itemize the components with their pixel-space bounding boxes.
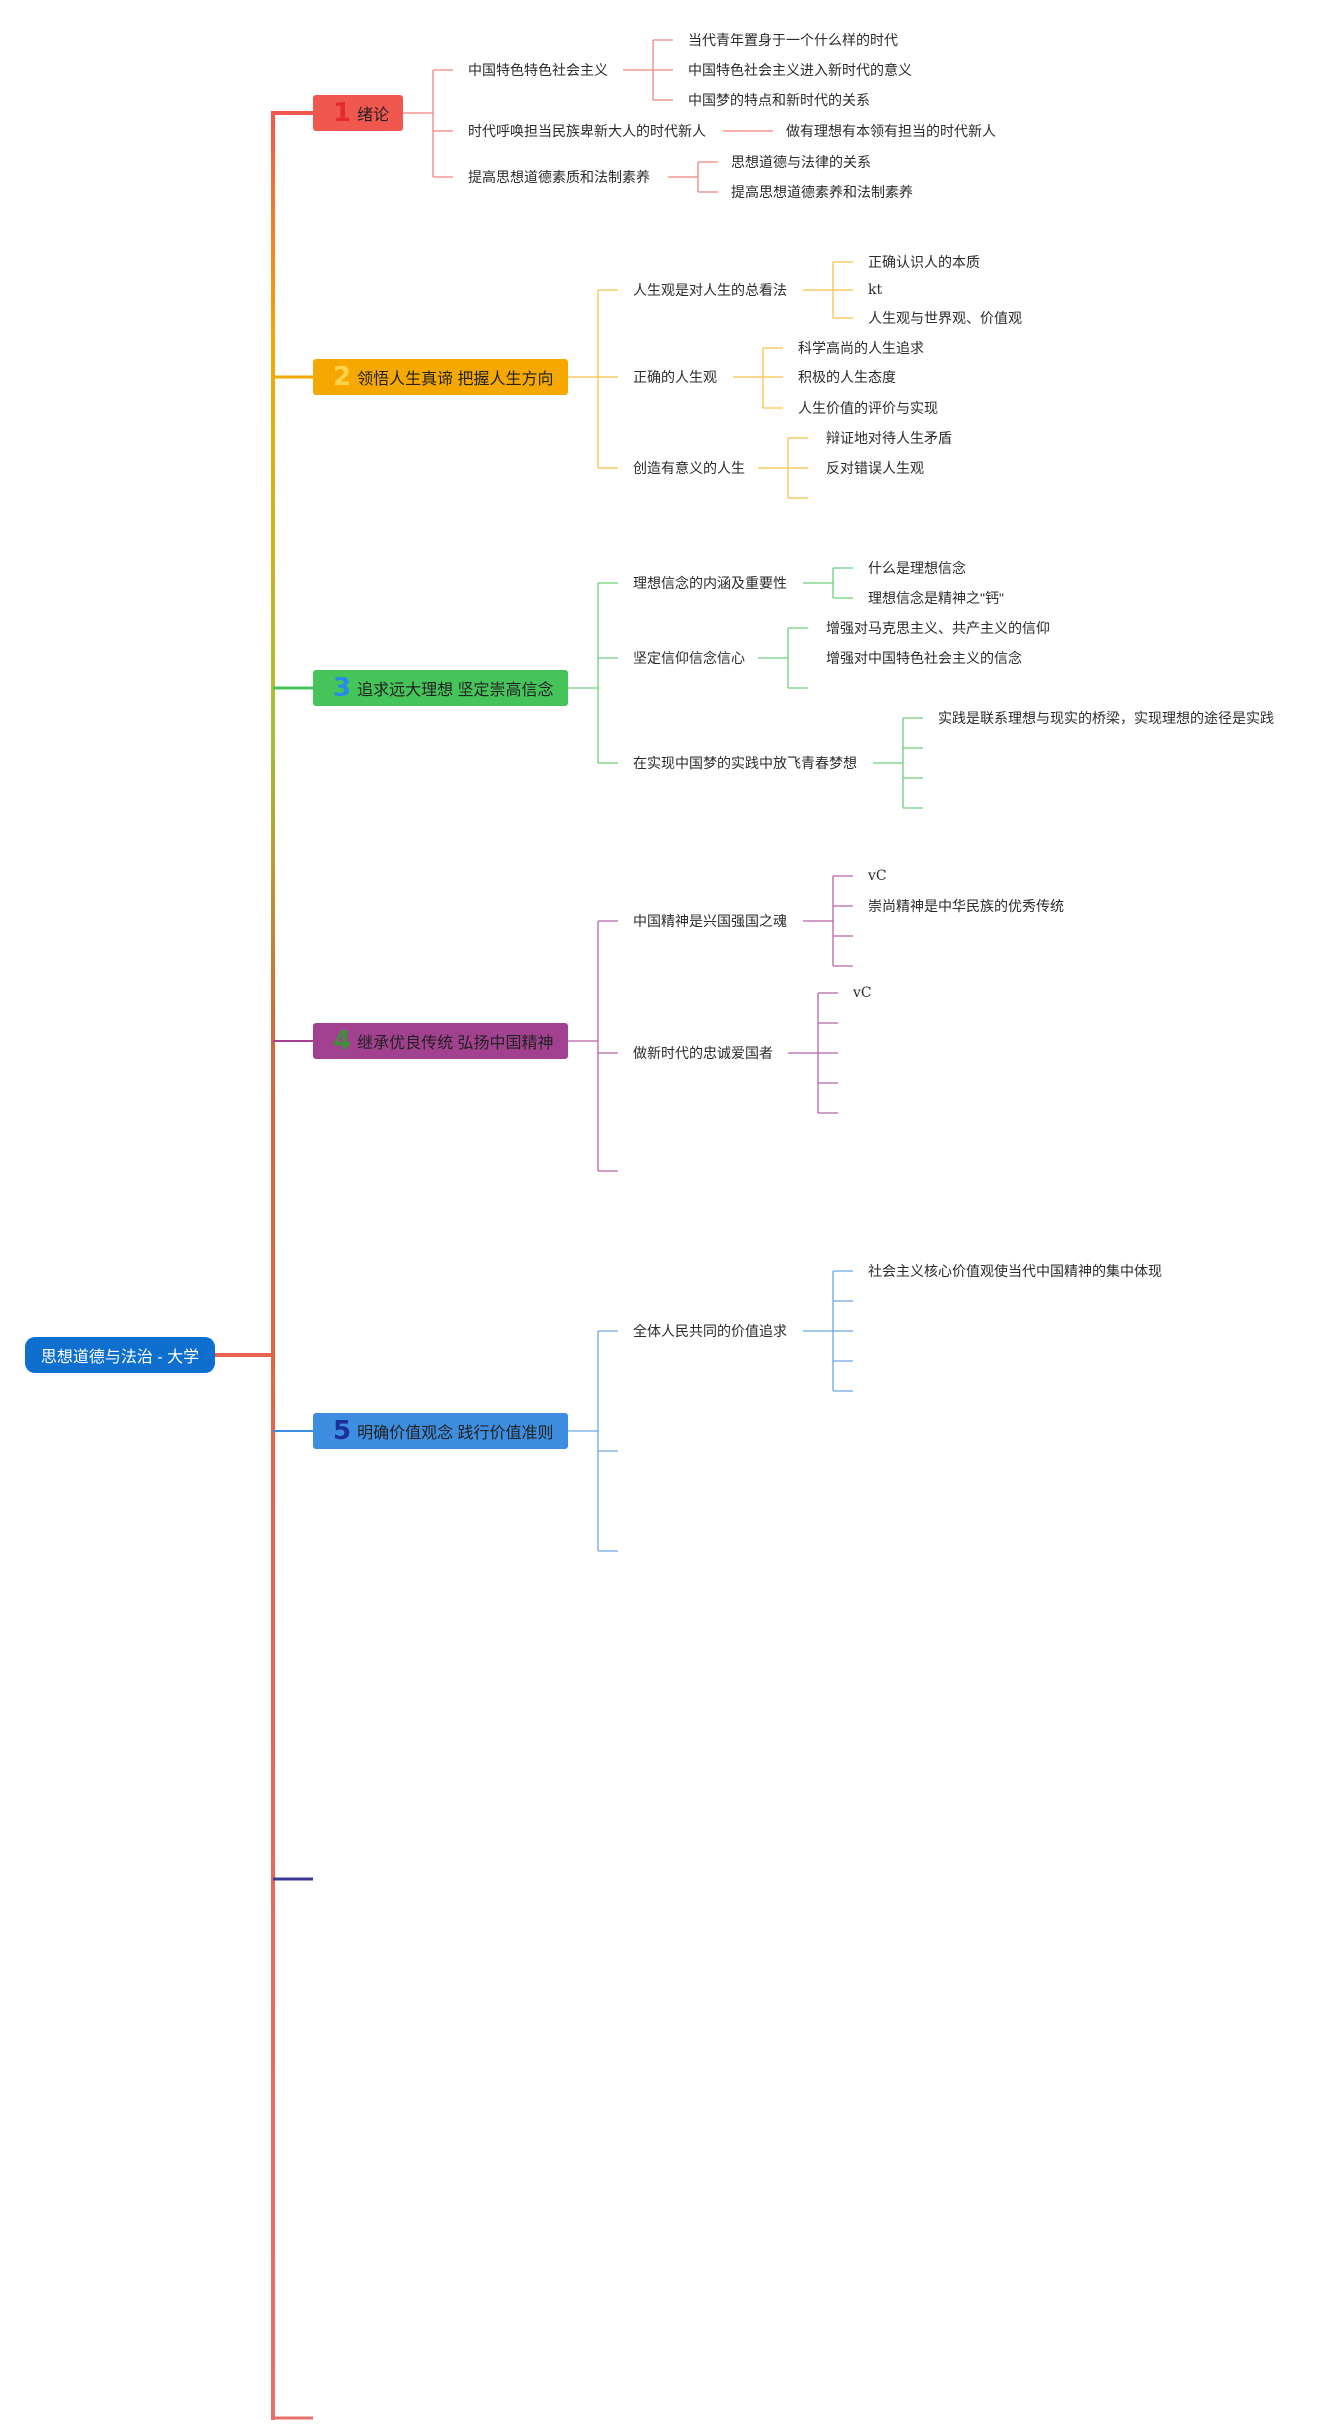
- t2-b3-item-1[interactable]: 辩证地对待人生矛盾: [826, 430, 952, 446]
- t3-b3-item-1[interactable]: 实践是联系理想与现实的桥梁，实现理想的途径是实践: [938, 710, 1274, 726]
- topic-4-number: 4: [333, 1026, 352, 1056]
- topic-3-number: 3: [333, 673, 352, 703]
- topic-5[interactable]: 5 明确价值观念 践行价值准则: [313, 1413, 568, 1449]
- root-topic[interactable]: 思想道德与法治 - 大学: [25, 1337, 215, 1373]
- topic-1-label: 绪论: [357, 107, 390, 124]
- topic-1-number: 1: [333, 98, 352, 128]
- t5-branch-1[interactable]: 全体人民共同的价值追求: [633, 1323, 787, 1339]
- t1-b1-item-3[interactable]: 中国梦的特点和新时代的关系: [688, 92, 870, 108]
- t2-b1-item-3[interactable]: 人生观与世界观、价值观: [868, 310, 1022, 326]
- t5-b1-item-1[interactable]: 社会主义核心价值观使当代中国精神的集中体现: [868, 1263, 1162, 1279]
- t4-b1-item-1[interactable]: vC: [868, 868, 887, 884]
- t3-b1-item-2[interactable]: 理想信念是精神之"钙": [868, 590, 1004, 606]
- topic-5-label: 明确价值观念 践行价值准则: [357, 1425, 554, 1442]
- t3-branch-3[interactable]: 在实现中国梦的实践中放飞青春梦想: [633, 755, 857, 771]
- t4-b2-item-1[interactable]: vC: [853, 985, 872, 1001]
- topic-5-number: 5: [333, 1416, 352, 1446]
- t3-b2-item-1[interactable]: 增强对马克思主义、共产主义的信仰: [826, 620, 1050, 636]
- t2-b3-item-2[interactable]: 反对错误人生观: [826, 460, 924, 476]
- t2-b2-item-3[interactable]: 人生价值的评价与实现: [798, 400, 938, 416]
- t2-b1-item-1[interactable]: 正确认识人的本质: [868, 254, 980, 270]
- root-topic-label: 思想道德与法治 - 大学: [40, 1349, 200, 1366]
- t1-b3-item-1[interactable]: 思想道德与法律的关系: [731, 154, 871, 170]
- topic-3-label: 追求远大理想 坚定崇高信念: [357, 682, 554, 699]
- t3-b1-item-1[interactable]: 什么是理想信念: [868, 560, 966, 576]
- t3-branch-2[interactable]: 坚定信仰信念信心: [633, 650, 745, 666]
- t2-branch-2[interactable]: 正确的人生观: [633, 369, 717, 385]
- t3-b2-item-2[interactable]: 增强对中国特色社会主义的信念: [826, 650, 1022, 666]
- t4-b1-item-2[interactable]: 崇尚精神是中华民族的优秀传统: [868, 898, 1064, 914]
- topic-2-label: 领悟人生真谛 把握人生方向: [357, 371, 554, 388]
- t1-b3-item-2[interactable]: 提高思想道德素养和法制素养: [731, 184, 913, 200]
- t1-branch-1[interactable]: 中国特色特色社会主义: [468, 62, 608, 78]
- t2-b2-item-2[interactable]: 积极的人生态度: [798, 369, 896, 385]
- t2-b1-item-2[interactable]: kt: [868, 282, 883, 298]
- topic-4[interactable]: 4 继承优良传统 弘扬中国精神: [313, 1023, 568, 1059]
- topic-2-number: 2: [333, 362, 352, 392]
- t1-branch-3[interactable]: 提高思想道德素质和法制素养: [468, 169, 650, 185]
- t1-b1-item-2[interactable]: 中国特色社会主义进入新时代的意义: [688, 62, 912, 78]
- t4-branch-1[interactable]: 中国精神是兴国强国之魂: [633, 913, 787, 929]
- topic-1[interactable]: 1 绪论: [313, 95, 403, 131]
- topic-2[interactable]: 2 领悟人生真谛 把握人生方向: [313, 359, 568, 395]
- topic-3[interactable]: 3 追求远大理想 坚定崇高信念: [313, 670, 568, 706]
- t4-branch-2[interactable]: 做新时代的忠诚爱国者: [633, 1045, 773, 1061]
- topic-4-label: 继承优良传统 弘扬中国精神: [357, 1035, 554, 1052]
- t3-branch-1[interactable]: 理想信念的内涵及重要性: [633, 575, 787, 591]
- t2-b2-item-1[interactable]: 科学高尚的人生追求: [798, 340, 924, 356]
- t1-b2-item-1[interactable]: 做有理想有本领有担当的时代新人: [786, 123, 996, 139]
- t1-branch-2[interactable]: 时代呼唤担当民族卑新大人的时代新人: [468, 123, 706, 139]
- t2-branch-1[interactable]: 人生观是对人生的总看法: [633, 282, 787, 298]
- t1-b1-item-1[interactable]: 当代青年置身于一个什么样的时代: [688, 32, 898, 48]
- t2-branch-3[interactable]: 创造有意义的人生: [633, 460, 745, 476]
